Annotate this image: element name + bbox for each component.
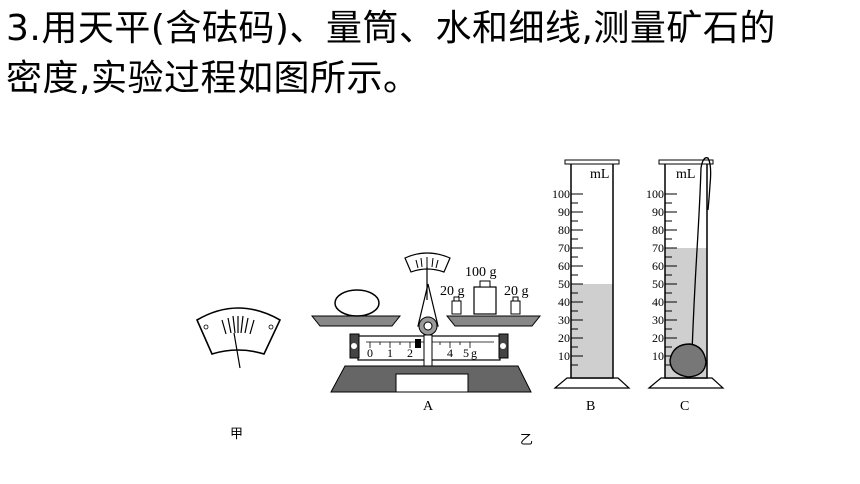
ruler-tick-1: 1 — [387, 346, 393, 360]
label-A: A — [423, 399, 434, 414]
cylC-label-90: 90 — [652, 205, 664, 219]
ore-in-cylinder — [669, 343, 707, 378]
water-B — [571, 284, 613, 378]
label-C: C — [680, 399, 689, 414]
cylB-label-20: 20 — [558, 331, 570, 345]
question-text: 3.用天平(含砝码)、量筒、水和细线,测量矿石的 密度,实验过程如图所示。 — [6, 4, 856, 104]
dial-pointer — [233, 332, 241, 369]
cylC-label-50: 50 — [652, 277, 664, 291]
cylB-label-100: 100 — [552, 187, 570, 201]
cylB-label-40: 40 — [558, 295, 570, 309]
cylC-label-100: 100 — [646, 187, 664, 201]
label-B: B — [586, 399, 595, 414]
cylC-label-80: 80 — [652, 223, 664, 237]
balance-A: 0 1 2 3 4 5 g — [310, 252, 542, 393]
ruler-tick-5: 5 — [463, 346, 469, 360]
cylinder-C-unit: mL — [676, 167, 695, 182]
cylB-label-80: 80 — [558, 223, 570, 237]
cylB-label-90: 90 — [558, 205, 570, 219]
cylB-label-30: 30 — [558, 313, 570, 327]
cylC-label-10: 10 — [652, 349, 664, 363]
dial-jia — [195, 307, 282, 369]
ruler-unit: g — [471, 346, 477, 360]
ruler-rider — [415, 339, 421, 348]
cylC-label-20: 20 — [652, 331, 664, 345]
question-line-2: 密度,实验过程如图所示。 — [6, 58, 420, 99]
cylB-label-50: 50 — [558, 277, 570, 291]
label-yi: 乙 — [520, 433, 533, 448]
ruler-tick-4: 4 — [447, 346, 453, 360]
cylC-label-40: 40 — [652, 295, 664, 309]
weight-100g-label: 100 g — [465, 265, 497, 280]
ore-on-pan — [334, 289, 380, 317]
weight-20g-right-label: 20 g — [504, 284, 529, 299]
ruler-tick-2: 2 — [407, 346, 413, 360]
cylC-label-60: 60 — [652, 259, 664, 273]
cylinder-B: mL 100 90 80 70 60 50 40 30 20 10 — [552, 159, 631, 389]
label-jia: 甲 — [230, 427, 243, 442]
weight-20g-left-label: 20 g — [440, 284, 465, 299]
cylB-label-10: 10 — [558, 349, 570, 363]
cylB-label-70: 70 — [558, 241, 570, 255]
ruler-tick-0: 0 — [367, 346, 373, 360]
cylinder-C: mL 100 90 80 70 60 50 40 30 20 10 — [646, 157, 725, 389]
cylC-label-70: 70 — [652, 241, 664, 255]
cylC-label-30: 30 — [652, 313, 664, 327]
cylinder-B-unit: mL — [590, 167, 609, 182]
cylB-label-60: 60 — [558, 259, 570, 273]
question-line-1: 3.用天平(含砝码)、量筒、水和细线,测量矿石的 — [6, 8, 776, 49]
thread — [691, 157, 712, 353]
